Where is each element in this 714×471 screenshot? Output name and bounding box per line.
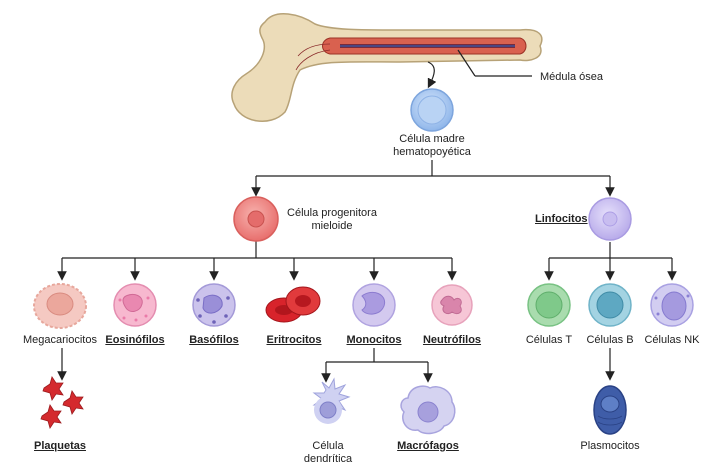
bone-illustration xyxy=(231,13,543,122)
dendritic-cell xyxy=(312,377,351,424)
monocyte-cell xyxy=(352,283,396,327)
eosinophils-label: Eosinófilos xyxy=(105,334,165,346)
lymphocytes-label: Linfocitos xyxy=(535,213,588,225)
macrophage-cell xyxy=(400,385,456,435)
megakaryocytes-label: Megacariocitos xyxy=(23,334,97,346)
monocytes-label: Monocitos xyxy=(346,334,402,346)
myeloid-label-line2: mieloide xyxy=(311,220,353,232)
b-cell xyxy=(588,283,632,327)
myeloid-label-line1: Célula progenitora xyxy=(287,207,377,219)
neutrophils-label: Neutrófilos xyxy=(422,334,482,346)
lymphocyte-cell xyxy=(588,197,632,241)
b-cells-label: Células B xyxy=(586,334,634,346)
megakaryocyte-cell xyxy=(33,283,87,329)
neutrophil-cell xyxy=(431,284,473,326)
stem-cell-label-line2: hematopoyética xyxy=(393,146,471,158)
dendritic-label-line2: dendrítica xyxy=(303,453,353,465)
eosinophil-cell xyxy=(113,283,157,327)
nk-cells-label: Células NK xyxy=(644,334,700,346)
erythrocyte-cells xyxy=(265,286,321,323)
t-cell xyxy=(527,283,571,327)
plasma-cell xyxy=(593,385,627,435)
stem-cell-label-line1: Célula madre xyxy=(399,133,465,145)
erythrocytes-label: Eritrocitos xyxy=(266,334,322,346)
macrophages-label: Macrófagos xyxy=(397,440,459,452)
dendritic-label-line1: Célula xyxy=(312,440,344,452)
stem-cell xyxy=(410,88,454,132)
myeloid-progenitor-cell xyxy=(233,196,279,242)
connector-lines xyxy=(57,49,677,383)
nk-cell xyxy=(650,283,694,327)
platelet-cells xyxy=(40,376,84,429)
basophils-label: Basófilos xyxy=(189,334,239,346)
medula-label: Médula ósea xyxy=(540,71,603,83)
platelets-label: Plaquetas xyxy=(34,440,86,452)
basophil-cell xyxy=(192,283,236,327)
plasma-cells-label: Plasmocitos xyxy=(580,440,640,452)
t-cells-label: Células T xyxy=(525,334,573,346)
